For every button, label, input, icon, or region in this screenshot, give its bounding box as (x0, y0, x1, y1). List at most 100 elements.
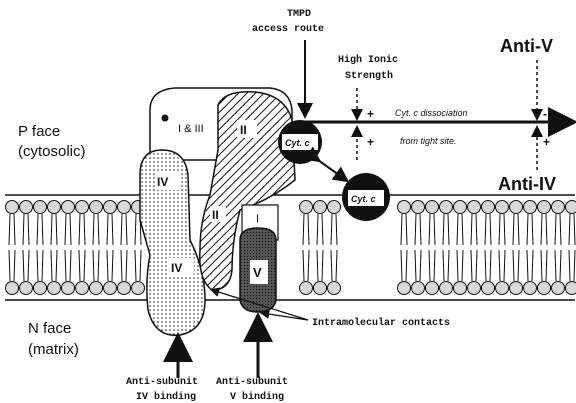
cytochrome-c-free: Cyt. c (342, 173, 390, 221)
lipid-tail (471, 250, 477, 281)
lipid-tail (121, 214, 127, 245)
lipid-head (34, 282, 47, 295)
lipid-head (48, 201, 61, 214)
subunit-label-i-iii: I & III (178, 123, 204, 135)
anti-subunit-v-label: Anti-subunit (216, 376, 288, 388)
lipid-tail (317, 250, 323, 281)
anti-iv-label: Anti-IV (498, 174, 556, 194)
lipid-tail (569, 250, 575, 281)
lipid-head (468, 282, 481, 295)
cytc-dissociation-label: Cyt. c dissociation (395, 108, 468, 118)
sign-plus-anti-iv: + (543, 135, 550, 149)
lipid-head (20, 201, 33, 214)
lipid-head (104, 282, 117, 295)
lipid-tail (513, 250, 519, 281)
subunit-label-i: I (256, 213, 259, 225)
lipid-head (524, 282, 537, 295)
lipid-tail (135, 250, 141, 281)
lipid-head (104, 201, 117, 214)
lipid-tail (555, 250, 561, 281)
lipid-tail (303, 250, 309, 281)
lipid-head (412, 201, 425, 214)
lipid-head (510, 201, 523, 214)
lipid-head (6, 201, 19, 214)
lipid-head (62, 201, 75, 214)
lipid-head (20, 282, 33, 295)
lipid-head (552, 201, 565, 214)
sign-plus-lower: + (367, 135, 374, 149)
lipid-bilayer (5, 195, 576, 300)
lipid-tail (331, 214, 337, 245)
lipid-head (440, 201, 453, 214)
sign-plus-upper: + (367, 107, 374, 121)
lipid-head (482, 282, 495, 295)
subunit-label-ii-top: II (240, 123, 247, 137)
lipid-tail (457, 250, 463, 281)
dissociation-arrow (318, 160, 346, 180)
lipid-tail (23, 250, 29, 281)
lipid-head (118, 282, 131, 295)
n-face-label: N face (28, 320, 71, 337)
lipid-tail (401, 214, 407, 245)
lipid-tail (513, 214, 519, 245)
lipid-head (300, 282, 313, 295)
lipid-head (454, 282, 467, 295)
tmpd-access-label: access route (252, 24, 324, 35)
lipid-tail (485, 214, 491, 245)
tmpd-label: TMPD (287, 9, 311, 20)
lipid-tail (331, 250, 337, 281)
lipid-head (398, 201, 411, 214)
anti-subunit-v-sublabel: V binding (230, 391, 284, 403)
from-tight-site-label: from tight site. (400, 136, 457, 146)
lipid-tail (9, 214, 15, 245)
lipid-tail (429, 214, 435, 245)
lipid-head (412, 282, 425, 295)
lipid-tail (93, 214, 99, 245)
lipid-head (118, 201, 131, 214)
lipid-head (90, 201, 103, 214)
lipid-tail (527, 250, 533, 281)
lipid-heads-outer (6, 201, 576, 246)
lipid-head (454, 201, 467, 214)
lipid-tail (429, 250, 435, 281)
lipid-heads-inner (6, 250, 576, 295)
lipid-tail (415, 250, 421, 281)
subunit-label-v: V (253, 265, 262, 280)
lipid-tail (499, 250, 505, 281)
lipid-head (566, 282, 576, 295)
lipid-head (76, 282, 89, 295)
lipid-head (314, 282, 327, 295)
cytochrome-c-bound: Cyt. c (278, 120, 322, 164)
lipid-tail (9, 250, 15, 281)
lipid-head (328, 201, 341, 214)
lipid-head (468, 201, 481, 214)
lipid-tail (37, 214, 43, 245)
lipid-tail (555, 214, 561, 245)
lipid-head (426, 201, 439, 214)
lipid-tail (317, 214, 323, 245)
anti-subunit-iv-label: Anti-subunit (126, 376, 198, 388)
lipid-head (510, 282, 523, 295)
lipid-head (496, 282, 509, 295)
lipid-tail (51, 214, 57, 245)
subunit-label-ii-mid: II (212, 208, 219, 222)
cytochrome-c-free-label: Cyt. c (351, 194, 376, 204)
high-ionic-sublabel: Strength (345, 70, 393, 82)
cytochrome-c-bound-label: Cyt. c (285, 138, 310, 148)
lipid-head (76, 201, 89, 214)
lipid-tail (415, 214, 421, 245)
lipid-tail (457, 214, 463, 245)
lipid-tail (107, 214, 113, 245)
n-face-sublabel: (matrix) (28, 341, 79, 358)
lipid-head (90, 282, 103, 295)
lipid-tail (443, 250, 449, 281)
heme-dot (162, 115, 169, 122)
lipid-tail (303, 214, 309, 245)
lipid-tail (569, 214, 575, 245)
lipid-tail (79, 250, 85, 281)
subunit-label-iv-top: IV (157, 175, 168, 189)
lipid-tail (443, 214, 449, 245)
p-face-sublabel: (cytosolic) (18, 143, 86, 160)
lipid-tail (499, 214, 505, 245)
